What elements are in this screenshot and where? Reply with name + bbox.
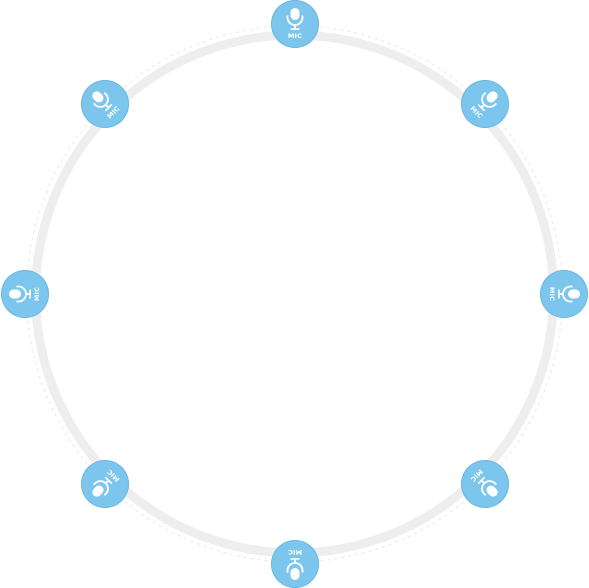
microphone-icon: MIC xyxy=(92,468,121,497)
microphone-icon: MIC xyxy=(469,91,498,120)
mic-node-top-right[interactable]: MIC xyxy=(461,80,509,128)
microphone-icon: MIC xyxy=(92,91,121,120)
mic-node-top-left[interactable]: MIC xyxy=(81,80,129,128)
mic-node-bottom-right[interactable]: MIC xyxy=(461,460,509,508)
mic-node-top[interactable]: MIC xyxy=(271,0,319,48)
mic-label: MIC xyxy=(548,287,556,301)
mic-node-bottom-left[interactable]: MIC xyxy=(81,460,129,508)
mic-label: MIC xyxy=(33,287,41,301)
mic-node-bottom[interactable]: MIC xyxy=(271,540,319,588)
microphone-icon: MIC xyxy=(9,285,41,303)
microphone-icon: MIC xyxy=(286,548,304,580)
microphone-icon: MIC xyxy=(548,285,580,303)
mic-node-left[interactable]: MIC xyxy=(1,270,49,318)
mic-label: MIC xyxy=(288,32,302,40)
microphone-icon: MIC xyxy=(469,468,498,497)
mic-node-right[interactable]: MIC xyxy=(540,270,588,318)
microphone-icon: MIC xyxy=(286,8,304,40)
mic-label: MIC xyxy=(288,548,302,556)
